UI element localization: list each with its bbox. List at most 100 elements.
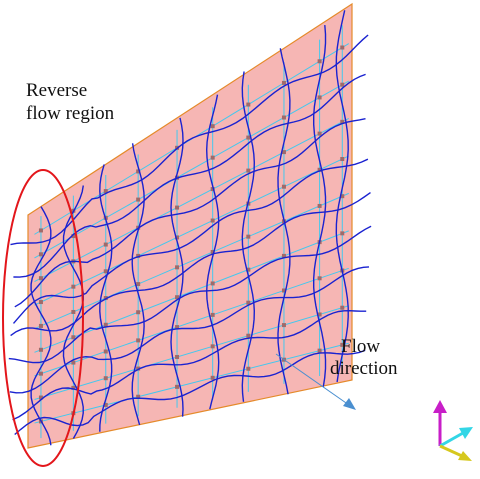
grid-marker: [38, 371, 43, 376]
reverse-flow-label-line2: flow region: [26, 103, 115, 124]
streamline: [12, 309, 367, 421]
streamline: [12, 158, 369, 324]
grid-marker: [210, 344, 215, 349]
grid-marker: [38, 228, 43, 233]
grid-marker: [210, 187, 215, 192]
streamline: [30, 206, 52, 446]
grid-marker: [136, 169, 141, 174]
streamline: [9, 266, 370, 394]
grid-marker: [246, 234, 251, 239]
flow-direction-label-line1: Flow: [341, 336, 381, 357]
grid-marker: [246, 333, 251, 338]
grid-marker: [103, 269, 108, 274]
streamline: [131, 143, 145, 426]
grid-marker: [340, 231, 345, 236]
streamline: [10, 34, 369, 246]
grid-marker: [210, 375, 215, 380]
grid-line: [34, 80, 350, 259]
grid-marker: [136, 338, 141, 343]
grid-marker: [210, 124, 215, 129]
grid-marker: [71, 385, 76, 390]
grid-marker: [340, 119, 345, 124]
grid-marker: [281, 323, 286, 328]
grid-marker: [210, 281, 215, 286]
grid-marker: [340, 45, 345, 50]
grid-marker: [103, 189, 108, 194]
streamline: [313, 25, 327, 387]
grid-marker: [103, 242, 108, 247]
grid-line: [34, 342, 349, 424]
grid-marker: [210, 218, 215, 223]
grid-marker: [136, 394, 141, 399]
grid-marker: [103, 296, 108, 301]
grid-marker: [175, 325, 180, 330]
flow-direction-label-line2: direction: [330, 358, 398, 379]
streamline: [170, 117, 184, 417]
grid-marker: [317, 312, 322, 317]
grid-marker: [281, 115, 286, 120]
grid-line: [34, 192, 349, 330]
grid-marker: [136, 310, 141, 315]
grid-marker: [281, 253, 286, 258]
grid-marker: [71, 284, 76, 289]
grid-line: [34, 267, 349, 377]
grid-marker: [246, 267, 251, 272]
streamline: [13, 73, 366, 278]
grid-marker: [340, 82, 345, 87]
grid-marker: [210, 155, 215, 160]
grid-marker: [38, 252, 43, 257]
grid-marker: [317, 276, 322, 281]
grid-marker: [71, 360, 76, 365]
grid-marker: [340, 157, 345, 162]
grid-marker: [136, 282, 141, 287]
grid-line: [34, 230, 349, 353]
grid-marker: [246, 168, 251, 173]
grid-marker: [175, 295, 180, 300]
streamlines: [8, 10, 372, 446]
grid-marker: [136, 253, 141, 258]
grid-marker: [71, 234, 76, 239]
grid-marker: [340, 194, 345, 199]
grid-marker: [38, 395, 43, 400]
grid-marker: [38, 276, 43, 281]
reverse-flow-label-line1: Reverse: [26, 80, 88, 101]
grid-marker: [103, 376, 108, 381]
streamline: [99, 164, 113, 432]
grid-marker: [71, 309, 76, 314]
grid-marker: [317, 203, 322, 208]
streamline: [335, 10, 349, 383]
grid-marker: [246, 366, 251, 371]
streamline: [14, 349, 366, 436]
grid-marker: [281, 150, 286, 155]
grid-marker: [340, 342, 345, 347]
grid-marker: [136, 366, 141, 371]
grid-marker: [103, 322, 108, 327]
streamline: [14, 118, 366, 308]
grid-marker: [38, 300, 43, 305]
grid-marker: [103, 402, 108, 407]
grid-marker: [317, 95, 322, 100]
grid-marker: [340, 305, 345, 310]
grid-marker: [175, 354, 180, 359]
grid-marker: [281, 184, 286, 189]
grid-marker: [210, 249, 215, 254]
grid-marker: [38, 323, 43, 328]
grid-line: [34, 155, 349, 306]
streamline: [241, 71, 256, 402]
coordinate-triad-icon: [433, 400, 473, 461]
grid-marker: [175, 265, 180, 270]
grid-marker: [103, 349, 108, 354]
streamline: [62, 185, 85, 439]
grid-line: [34, 305, 349, 400]
grid-line: [34, 118, 349, 282]
grid-marker: [317, 348, 322, 353]
streamline: [205, 94, 220, 410]
streamline: [8, 225, 372, 364]
grid-marker: [136, 197, 141, 202]
grid-marker: [38, 347, 43, 352]
grid-marker: [246, 135, 251, 140]
grid-marker: [210, 312, 215, 317]
grid-marker: [246, 102, 251, 107]
grid-marker: [246, 300, 251, 305]
reverse-flow-highlight: [2, 169, 84, 467]
